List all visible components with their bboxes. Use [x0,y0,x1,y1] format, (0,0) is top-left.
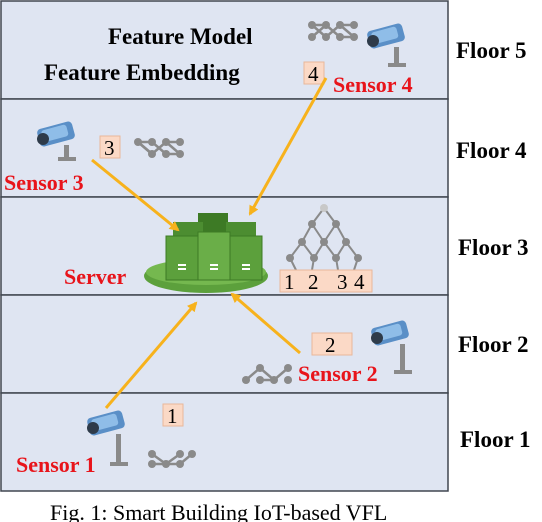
server-model-icon [286,204,362,271]
arrow-sensor2-to-server [230,292,301,355]
sensor-1-camera-icon [87,410,128,466]
floor-1-band [0,392,449,492]
floor-2-label: Floor 2 [458,332,528,357]
floor-2-band [0,294,449,394]
sensor-3-label: Sensor 3 [4,170,84,195]
sensor-4-label: Sensor 4 [333,72,413,97]
sensor-4-camera-icon [367,23,406,67]
sensor-1-label: Sensor 1 [16,452,96,477]
floor-3-label: Floor 3 [458,235,528,260]
svg-text:3: 3 [104,136,115,160]
server-embeddings: 1 2 3 4 [279,269,373,294]
feature-embedding-1: 1 [162,403,184,428]
sensor-3-model-icon [134,138,184,158]
floor-4-label: Floor 4 [456,138,527,163]
feature-model-icon [308,21,358,41]
arrow-sensor4-to-server [248,77,328,216]
sensor-2-label: Sensor 2 [298,361,378,386]
floor-5-band [0,0,449,100]
sensor-1-model-icon [148,450,196,468]
feature-embedding-4: 4 [303,61,325,86]
svg-text:4: 4 [308,62,319,86]
legend-feature-embedding: Feature Embedding [44,60,240,85]
legend-feature-model: Feature Model [108,24,253,49]
feature-embedding-2: 2 [311,332,353,357]
server-embedding-2: 2 [308,270,319,294]
arrows [91,77,328,409]
server-embedding-4: 4 [354,270,365,294]
figure-caption: Fig. 1: Smart Building IoT-based VFL [50,500,387,522]
feature-embedding-3: 3 [99,135,121,160]
arrow-sensor3-to-server [91,158,180,232]
svg-text:2: 2 [325,333,336,357]
server-icon [144,213,268,293]
floor-5-label: Floor 5 [456,38,526,63]
floor-1-label: Floor 1 [460,427,530,452]
sensor-2-model-icon [242,364,292,384]
server-label: Server [64,264,127,289]
server-embedding-1: 1 [284,270,295,294]
floor-4-band [0,98,449,198]
sensor-3-camera-icon [37,121,76,161]
sensor-2-camera-icon [371,320,412,374]
svg-text:1: 1 [167,404,178,428]
arrow-sensor1-to-server [104,301,198,409]
server-embedding-3: 3 [337,270,348,294]
